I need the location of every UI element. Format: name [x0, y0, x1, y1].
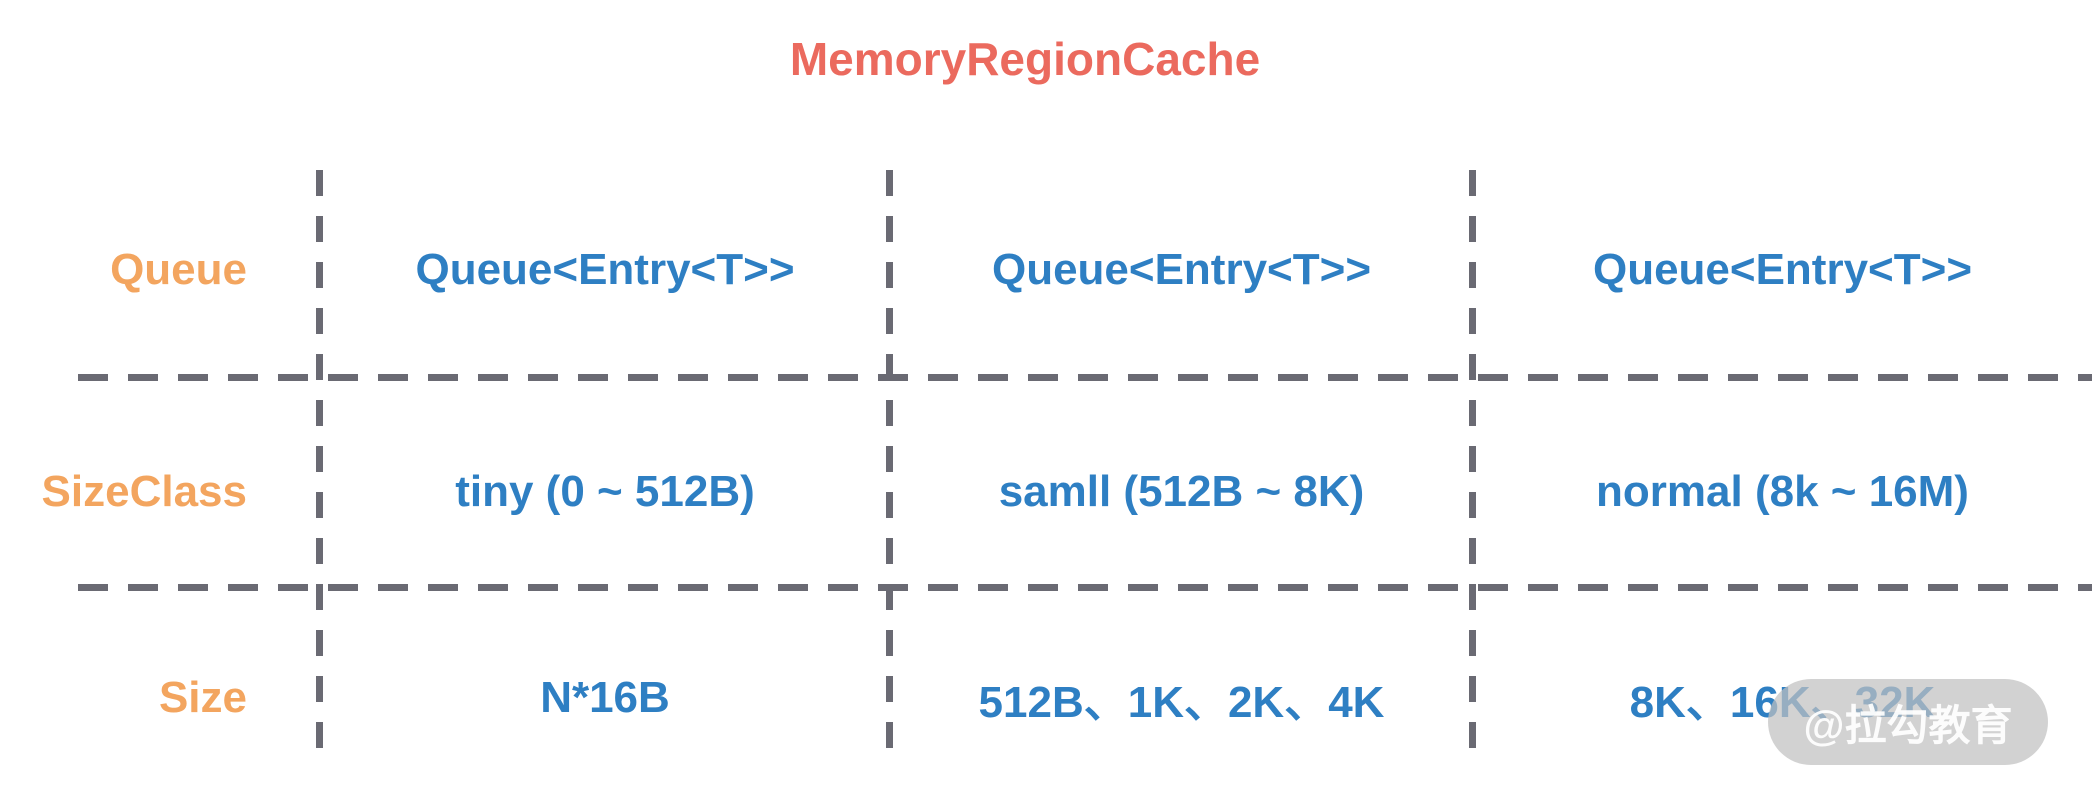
row-label-sizeclass: SizeClass: [41, 467, 247, 516]
cell-sizeclass-tiny: tiny (0 ~ 512B): [455, 467, 755, 516]
horizontal-dashed-line-1: [78, 374, 2092, 381]
cell-size-small: 512B、1K、2K、4K: [978, 678, 1385, 727]
cell-queue-tiny: Queue<Entry<T>>: [415, 245, 795, 294]
vertical-dashed-line-2: [886, 170, 893, 752]
vertical-dashed-line-1: [316, 170, 323, 752]
watermark-text: @拉勾教育: [1803, 701, 2013, 749]
cell-queue-normal: Queue<Entry<T>>: [1592, 245, 1973, 294]
watermark-badge: @拉勾教育: [1768, 679, 2048, 765]
diagram-title: MemoryRegionCache: [789, 33, 1261, 85]
row-label-size: Size: [158, 673, 247, 722]
cell-sizeclass-normal: normal (8k ~ 16M): [1596, 467, 1969, 516]
cell-sizeclass-small: samll (512B ~ 8K): [998, 467, 1365, 516]
cell-queue-small: Queue<Entry<T>>: [991, 245, 1372, 294]
cell-size-tiny: N*16B: [540, 673, 670, 722]
vertical-dashed-line-3: [1469, 170, 1476, 752]
row-label-queue: Queue: [110, 245, 247, 294]
horizontal-dashed-line-2: [78, 584, 2092, 591]
